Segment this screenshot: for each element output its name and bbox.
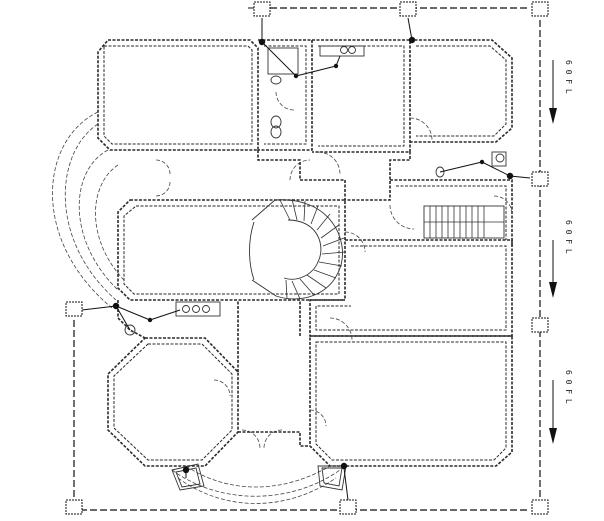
pipe-label-2: 6 0 F L	[564, 220, 573, 254]
pipe-labels: 6 0 F L 6 0 F L 6 0 F L	[564, 60, 573, 404]
bathroom-fixtures	[124, 45, 507, 336]
curved-terraces	[52, 111, 341, 504]
pipe-label-3: 6 0 F L	[564, 370, 573, 404]
panel-boxes	[65, 1, 549, 515]
pipe-network	[73, 7, 557, 511]
exterior-walls	[97, 39, 513, 467]
doors	[155, 91, 513, 449]
pipe-label-1: 6 0 F L	[564, 60, 573, 94]
spiral-staircase	[249, 198, 346, 300]
straight-staircase	[423, 205, 505, 239]
corner-columns	[171, 463, 347, 491]
